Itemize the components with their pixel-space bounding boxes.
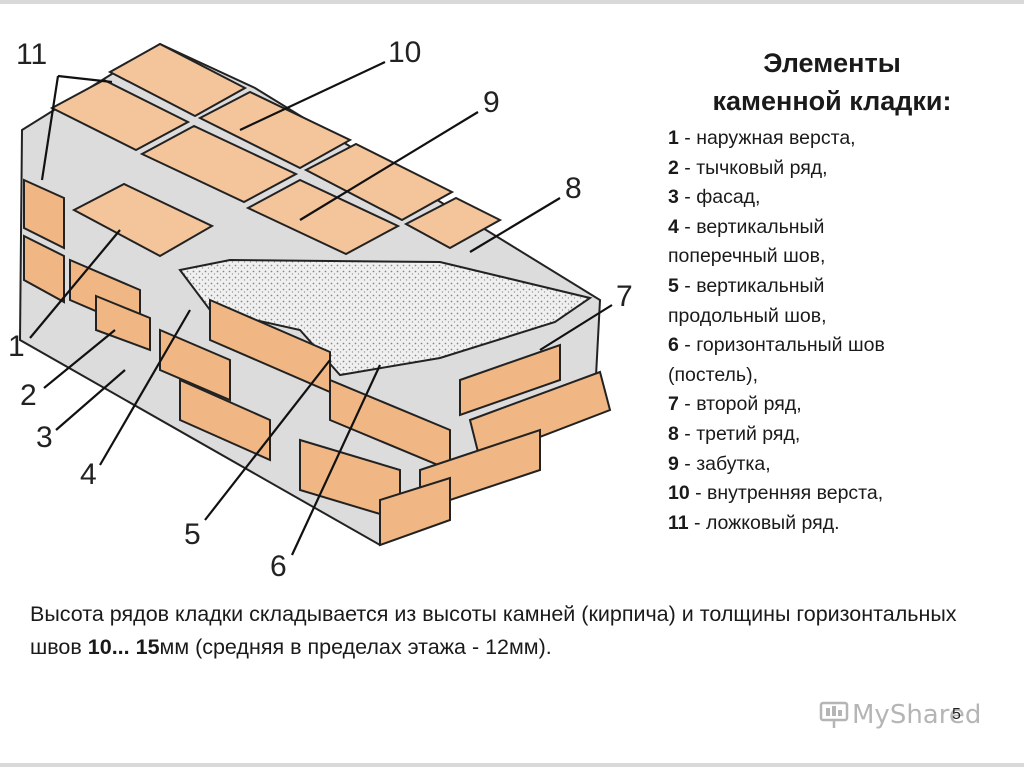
- presentation-icon: [819, 701, 849, 728]
- callout-9: 9: [483, 86, 500, 119]
- callout-1: 1: [8, 330, 25, 363]
- watermark: MyShared: [818, 700, 981, 730]
- top-course: [49, 42, 503, 258]
- legend-num: 4: [668, 215, 679, 238]
- legend-item: 11 - ложковый ряд.: [668, 509, 998, 539]
- callout-6: 6: [270, 550, 287, 583]
- legend: 1 - наружная верста, 2 - тычковый ряд, 3…: [668, 124, 998, 538]
- lower-courses: [23, 178, 612, 547]
- legend-item: 6 - горизонтальный шов: [668, 331, 998, 361]
- legend-item: 7 - второй ряд,: [668, 390, 998, 420]
- legend-text: - забутка,: [678, 452, 771, 475]
- callout-2: 2: [20, 379, 37, 412]
- legend-num: 9: [668, 452, 679, 475]
- legend-text: - фасад,: [678, 186, 761, 209]
- legend-num: 8: [668, 422, 679, 445]
- legend-text: - горизонтальный шов: [678, 334, 885, 357]
- title-block: Элементы каменной кладки:: [662, 44, 1002, 120]
- legend-text: - тычковый ряд,: [678, 156, 828, 179]
- bottom-note: Высота рядов кладки складывается из высо…: [30, 598, 990, 664]
- legend-text: - третий ряд,: [678, 422, 801, 445]
- legend-item: 1 - наружная верста,: [668, 124, 998, 154]
- legend-num: 6: [668, 334, 679, 357]
- legend-text: - вертикальный: [678, 215, 825, 238]
- note-text-1: Высота рядов кладки складывается из высо…: [30, 602, 957, 659]
- legend-text: - вертикальный: [678, 274, 825, 297]
- legend-text: продольный шов,: [668, 304, 827, 327]
- note-text-2: мм (средняя в пределах этажа - 12мм).: [159, 635, 552, 659]
- legend-item: 10 - внутренняя верста,: [668, 479, 998, 509]
- title-line-2: каменной кладки:: [712, 86, 952, 116]
- callout-8: 8: [565, 172, 582, 205]
- legend-num: 10: [668, 482, 690, 505]
- page-number: 5: [952, 706, 961, 723]
- note-bold-2: 15: [135, 635, 160, 659]
- legend-text: - второй ряд,: [678, 393, 802, 416]
- callout-10: 10: [388, 36, 421, 69]
- watermark-text: MyShared: [852, 700, 982, 730]
- legend-num: 11: [668, 511, 689, 534]
- bottom-border: [0, 763, 1024, 767]
- legend-item: 3 - фасад,: [668, 183, 998, 213]
- masonry-diagram: 11 10 9 8 7 1 2 3 4 5 6: [8, 36, 633, 583]
- title-line-1: Элементы: [763, 48, 901, 78]
- callout-11: 11: [16, 38, 47, 71]
- legend-num: 5: [668, 274, 679, 297]
- top-border: [0, 0, 1024, 4]
- note-bold-1: 10...: [87, 635, 130, 659]
- legend-item: поперечный шов,: [668, 242, 998, 272]
- callout-4: 4: [80, 458, 97, 491]
- leader-lines: [29, 61, 613, 556]
- legend-num: 3: [668, 186, 679, 209]
- legend-item: продольный шов,: [668, 302, 998, 332]
- legend-num: 2: [668, 156, 679, 179]
- legend-item: 9 - забутка,: [668, 450, 998, 480]
- legend-item: 5 - вертикальный: [668, 272, 998, 302]
- legend-item: 2 - тычковый ряд,: [668, 154, 998, 184]
- legend-num: 7: [668, 393, 679, 416]
- legend-text: - внутренняя верста,: [689, 482, 884, 505]
- legend-text: (постель),: [668, 363, 759, 386]
- legend-text: - ложковый ряд.: [688, 511, 840, 534]
- legend-num: 1: [668, 127, 679, 149]
- legend-item: (постель),: [668, 361, 998, 391]
- callout-3: 3: [36, 421, 53, 454]
- legend-item: 4 - вертикальный: [668, 213, 998, 243]
- legend-text: - наружная верста,: [678, 127, 856, 149]
- legend-item: 8 - третий ряд,: [668, 420, 998, 450]
- callout-7: 7: [616, 280, 633, 313]
- legend-text: поперечный шов,: [668, 245, 826, 268]
- callout-5: 5: [184, 518, 201, 551]
